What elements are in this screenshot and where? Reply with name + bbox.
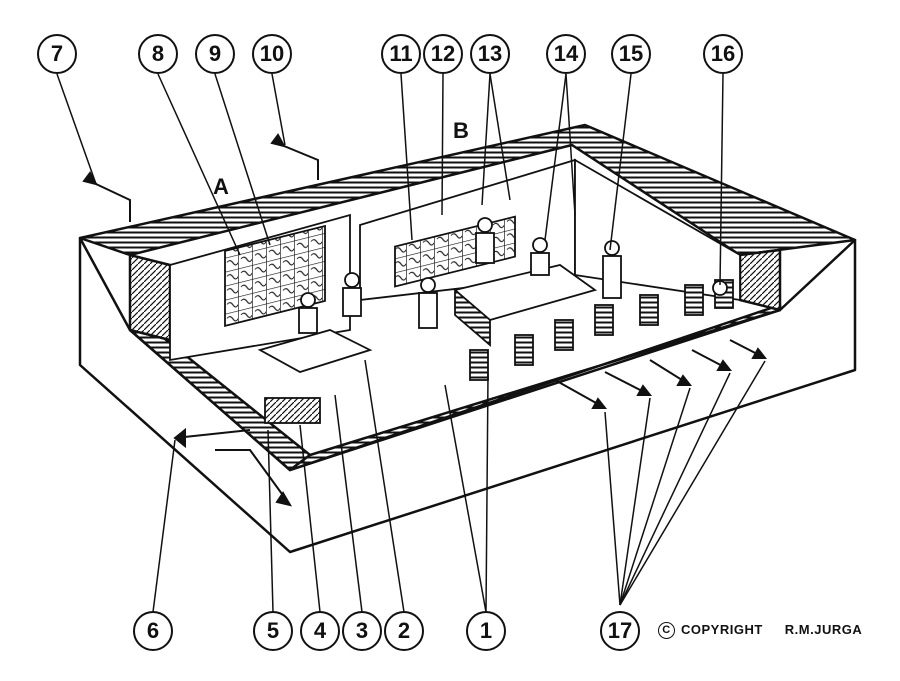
map-board [224,224,326,328]
callout-10: 10 [252,34,292,74]
outflow-arrows [554,339,768,409]
callout-17: 17 [600,611,640,651]
keyboard-panel [264,397,321,424]
callout-12: 12 [423,34,463,74]
callout-6: 6 [133,611,173,651]
callout-3: 3 [342,611,382,651]
copyright-mark: C [658,622,675,640]
callout-5: 5 [253,611,293,651]
pipe-5 [215,449,291,506]
area-label-b: B [453,118,469,143]
duct-10 [283,145,319,180]
callout-15: 15 [611,34,651,74]
callout-4: 4 [300,611,340,651]
leader-lines [56,73,766,613]
callout-16: 16 [703,34,743,74]
copyright-text: COPYRIGHT [681,622,763,637]
callout-2: 2 [384,611,424,651]
callout-14: 14 [546,34,586,74]
callout-11: 11 [381,34,421,74]
room-interior [169,158,741,424]
copyright-notice: C COPYRIGHT R.M.JURGA [658,622,863,640]
right-end-block [738,248,782,312]
figures [298,217,728,334]
desk-room-a [257,329,373,373]
copyright-author: R.M.JURGA [784,622,863,637]
callout-7: 7 [37,34,77,74]
callout-9: 9 [195,34,235,74]
table-front [454,288,491,347]
area-label-a: A [213,174,229,199]
duct-7 [95,183,131,222]
ventilation-ducts [82,133,319,222]
left-end-block [128,253,172,342]
exit-arrows [173,339,768,507]
pipe-6 [174,429,251,439]
callout-13: 13 [470,34,510,74]
callout-1: 1 [466,611,506,651]
callout-8: 8 [138,34,178,74]
outer-structure [78,123,857,554]
console-row [469,279,734,381]
